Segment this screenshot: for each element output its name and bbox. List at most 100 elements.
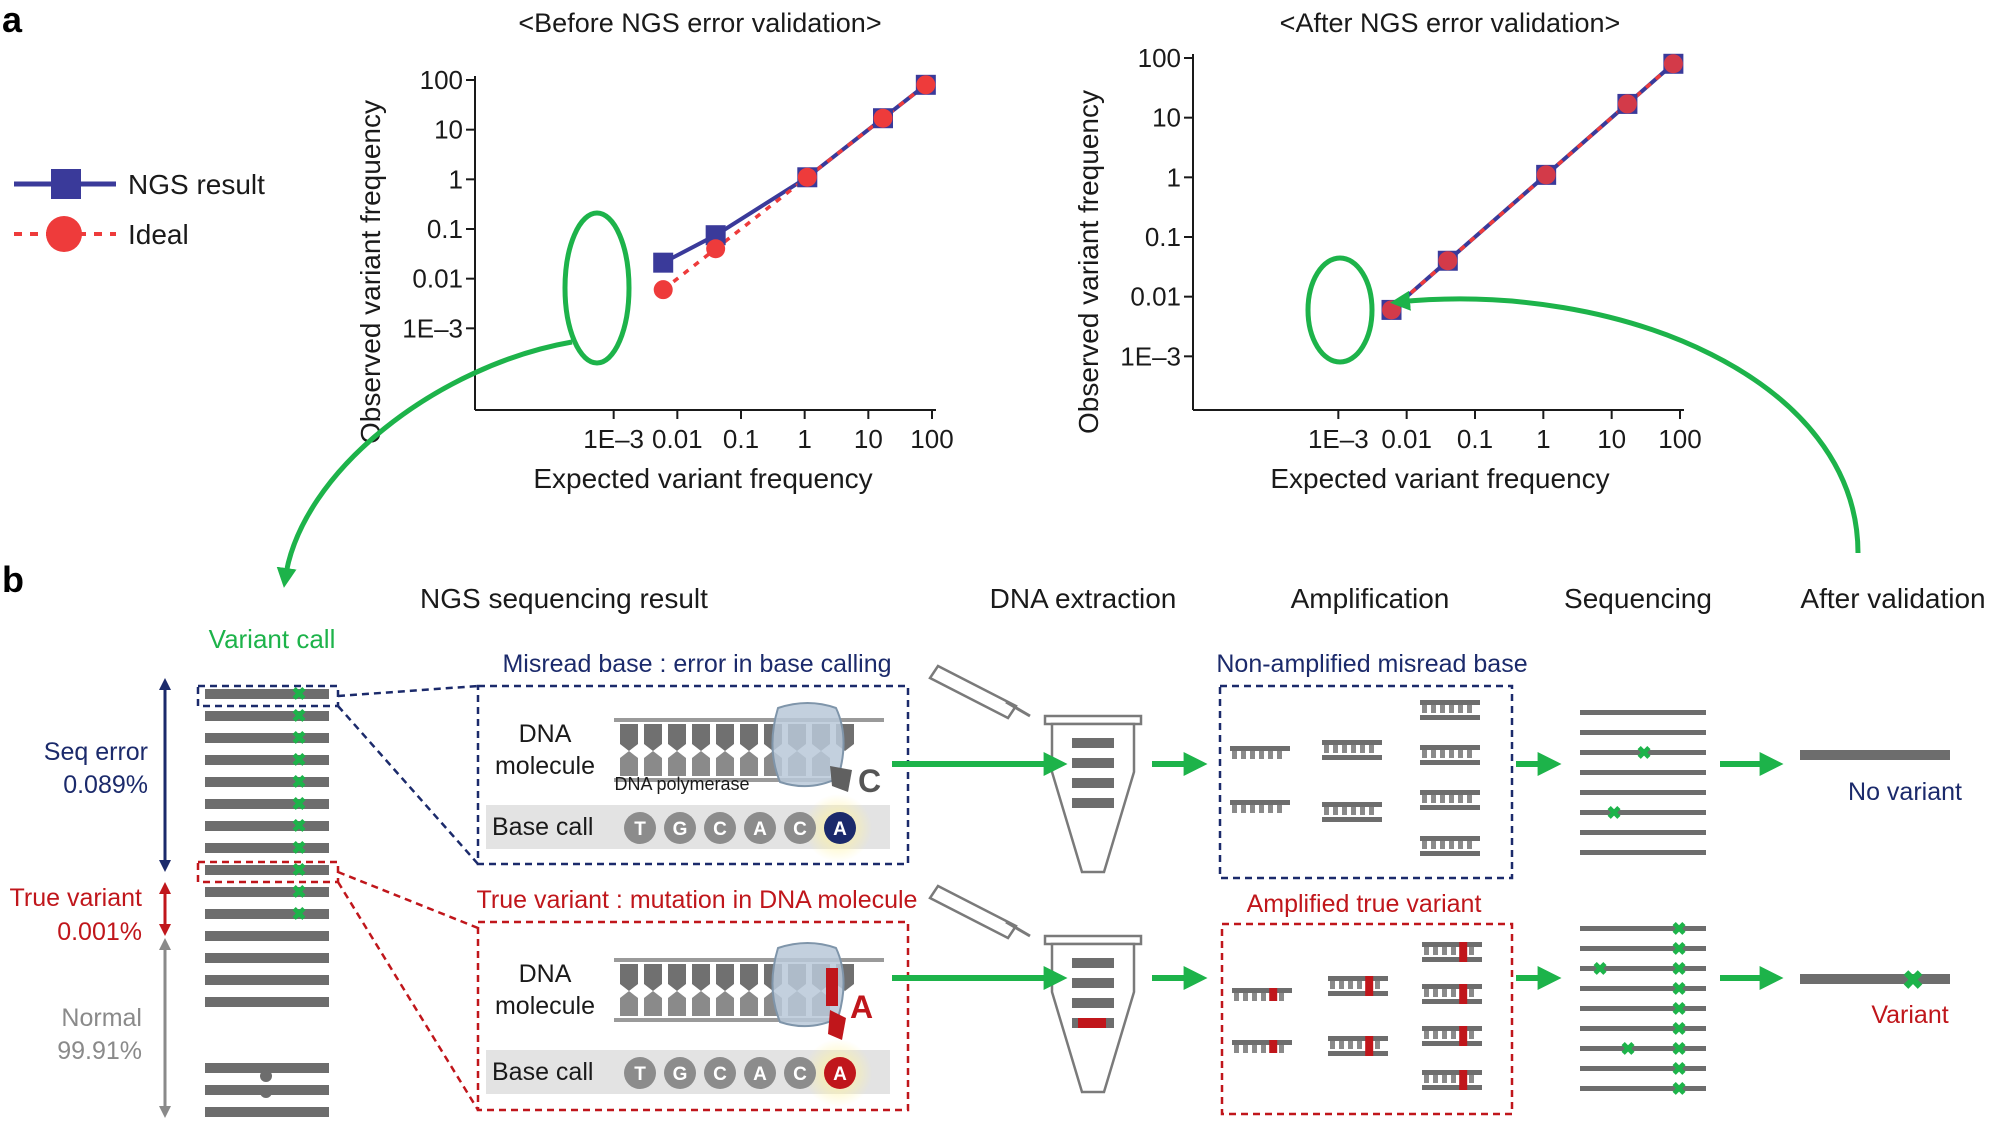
- ellipsis-dot: [260, 1070, 272, 1082]
- ideal-point: [1536, 165, 1556, 185]
- y-tick-label: 0.1: [427, 214, 463, 244]
- fragment-backbone: [1322, 817, 1382, 822]
- fragment-backbone: [1420, 851, 1480, 856]
- non-amplified-title: Non-amplified misread base: [1216, 650, 1527, 678]
- fragment-base: [1369, 807, 1374, 815]
- variant-cross-mark: ✖: [1671, 1079, 1686, 1099]
- misread-box: DNA molecule DNA polymerase C Base call …: [476, 684, 910, 866]
- strand-backbone: [614, 958, 884, 962]
- read-stack: ✖✖✖✖✖✖✖✖✖✖✖: [205, 684, 329, 1117]
- legend-ngs-label: NGS result: [128, 169, 265, 200]
- base-pair-bottom: [620, 751, 638, 776]
- y-tick-label: 10: [1152, 103, 1181, 133]
- mutated-base: [1269, 988, 1278, 1001]
- fragment-backbone: [1422, 1026, 1482, 1031]
- fragment-base: [1360, 745, 1365, 753]
- variant-cross-mark: ✖: [291, 816, 306, 836]
- fragment-backbone: [1422, 1041, 1482, 1046]
- fragment-base: [1234, 1045, 1239, 1053]
- fragment-base: [1232, 805, 1237, 813]
- dna-fragment: [1072, 998, 1114, 1008]
- amplified-title: Amplified true variant: [1247, 890, 1482, 918]
- chart-before: <Before NGS error validation> Observed v…: [355, 8, 954, 494]
- read-line: [205, 821, 329, 831]
- mutated-base: [826, 968, 838, 1006]
- read-line: [205, 865, 329, 875]
- fragment-base: [1440, 795, 1445, 803]
- fragment-base: [1243, 993, 1248, 1001]
- y-tick-label: 100: [420, 65, 463, 95]
- misread-letter: C: [858, 763, 881, 799]
- fragment-base: [1458, 705, 1463, 713]
- base-circle: [704, 1057, 736, 1089]
- read-line: [205, 755, 329, 765]
- base-pair-top: [644, 724, 662, 751]
- base-pair-top: [740, 964, 758, 991]
- header-amplification: Amplification: [1291, 583, 1450, 614]
- sequencing-read: [1580, 1006, 1706, 1011]
- fragment-base: [1449, 705, 1454, 713]
- curved-arrow-back: [1390, 290, 1861, 554]
- fragment-base: [1440, 705, 1445, 713]
- variant-cross-mark: ✖: [1606, 803, 1621, 823]
- fragment-base: [1431, 705, 1436, 713]
- fragment-base: [1469, 1075, 1474, 1083]
- ngs-result-point: [653, 252, 674, 273]
- sequencing-reads-bottom: ✖✖✖✖✖✖✖✖✖✖✖: [1580, 919, 1706, 1099]
- fragment-base: [1250, 805, 1255, 813]
- variant-cross-mark: ✖: [291, 860, 306, 880]
- pipette: [928, 664, 1018, 720]
- x-tick-label: 100: [910, 424, 953, 454]
- true-variant-box-frame: [476, 920, 910, 1112]
- fragment-base: [1333, 807, 1338, 815]
- fragment-backbone: [1420, 760, 1480, 765]
- sequencing-read: [1580, 1066, 1706, 1071]
- ideal-point: [1438, 251, 1458, 271]
- header-extraction: DNA extraction: [990, 583, 1177, 614]
- mutated-fragment: [1078, 1018, 1106, 1028]
- variant-cross-mark: ✖: [1592, 959, 1607, 979]
- fragment-base: [1277, 805, 1282, 813]
- base-letter: G: [673, 1064, 688, 1085]
- fragment-base: [1261, 1045, 1266, 1053]
- y-tick-label: 1: [1167, 162, 1181, 192]
- fragment-base: [1458, 795, 1463, 803]
- strand-backbone: [614, 1018, 839, 1022]
- fragment-base: [1342, 745, 1347, 753]
- fragment-base: [1458, 750, 1463, 758]
- base-circle: [824, 1057, 856, 1089]
- ideal-point: [653, 280, 673, 300]
- read-line: [205, 909, 329, 919]
- fragment-base: [1375, 981, 1380, 989]
- fragment-base: [1449, 841, 1454, 849]
- y-tick-label: 0.01: [1130, 282, 1181, 312]
- seq-error-pct: 0.089%: [63, 771, 148, 799]
- fragment-backbone: [1422, 1070, 1482, 1075]
- dna-fragment: [1072, 758, 1114, 768]
- base-letter: T: [634, 1064, 646, 1085]
- x-tick-label: 0.01: [652, 424, 703, 454]
- highlight-ellipse-after: [1305, 255, 1375, 365]
- sequencing-read: [1580, 926, 1706, 931]
- fragment-base: [1467, 841, 1472, 849]
- fragment-backbone: [1322, 755, 1382, 760]
- mutated-base: [1459, 1026, 1468, 1046]
- x-tick-label: 0.1: [1457, 424, 1493, 454]
- ideal-point: [1663, 54, 1683, 74]
- fragment-backbone: [1230, 746, 1290, 751]
- connector-top-upper: [337, 684, 479, 698]
- base-pair-bottom: [740, 751, 758, 776]
- polymerase-label: DNA polymerase: [614, 774, 749, 794]
- fragment-base: [1424, 1075, 1429, 1083]
- base-circle: [744, 1057, 776, 1089]
- fragment-base: [1348, 1041, 1353, 1049]
- base-circle: [664, 812, 696, 844]
- dna-label: DNA: [519, 720, 572, 748]
- fragment-base: [1342, 807, 1347, 815]
- pipette-tip: [1005, 700, 1031, 718]
- legend-ngs-marker: [51, 169, 81, 199]
- header-ngs-result: NGS sequencing result: [420, 583, 708, 614]
- base-pair-bottom: [716, 751, 734, 776]
- base-letter: T: [634, 819, 646, 840]
